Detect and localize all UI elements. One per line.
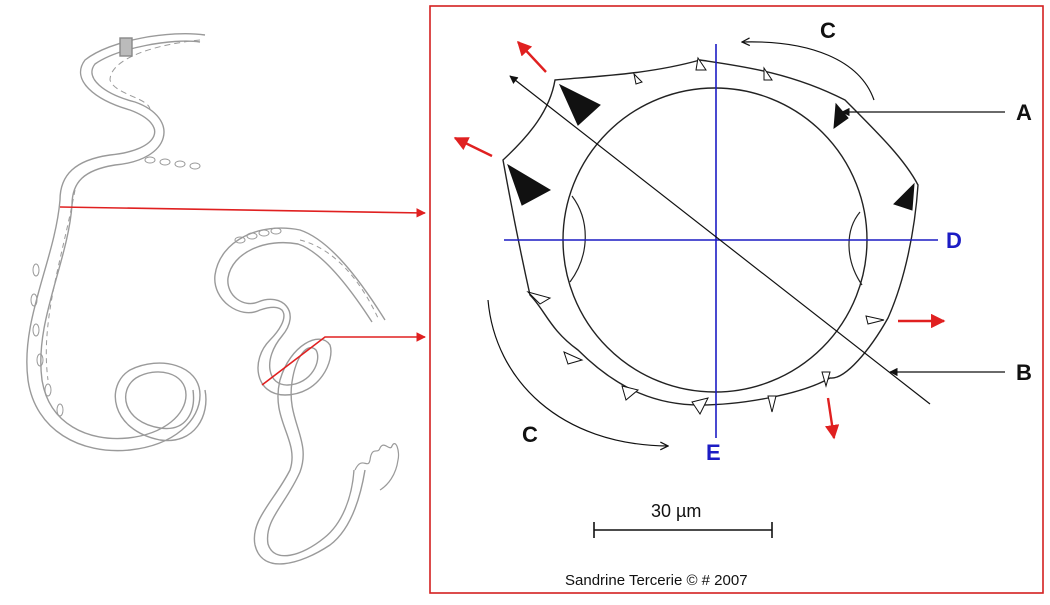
triangle-spine-icon (865, 315, 885, 325)
worm-cells (30, 156, 201, 417)
triangle-spine-icon (563, 351, 584, 365)
rotation-arrow-top (742, 42, 875, 101)
worm-gut-lower (45, 189, 76, 381)
red-arrow-icon (453, 136, 493, 158)
red-arrow-icon (824, 397, 840, 440)
red-arrows (453, 40, 946, 440)
scale-bar (593, 522, 773, 538)
label-c-bottom: C (522, 422, 538, 447)
label-e: E (706, 440, 721, 465)
diagram-frame (429, 5, 1044, 594)
red-arrow-icon (517, 40, 547, 73)
triangle-spine-icon (621, 385, 640, 401)
triangle-spine-icon (767, 395, 777, 413)
label-c-top: C (820, 18, 836, 43)
worm-illustration-left (26, 33, 207, 452)
pointer-lines (59, 206, 426, 386)
worm2-cells (234, 227, 282, 244)
pointer-line-top (59, 206, 426, 218)
worm-gut-upper (109, 39, 201, 111)
worm-body-outer (26, 33, 207, 452)
worm2-tail-appendage (354, 443, 400, 491)
diagonal-axis (509, 75, 931, 405)
lateral-bulge-right (848, 211, 863, 286)
triangle-spine-icon (821, 371, 831, 388)
triangle-spine-icon (691, 397, 709, 415)
triangle-spine-icon (833, 102, 849, 130)
label-b: B (1016, 360, 1032, 385)
label-a: A (1016, 100, 1032, 125)
triangle-spine-icon (507, 163, 552, 206)
lateral-bulge-left (569, 195, 586, 283)
spines (507, 56, 915, 415)
worm2-body-inner (227, 242, 373, 557)
triangle-spine-icon (893, 182, 915, 211)
pointer-line-bottom (261, 332, 426, 386)
worm-head-band (119, 37, 133, 57)
worm2-gut (299, 239, 379, 319)
label-d: D (946, 228, 962, 253)
triangle-spine-icon (633, 72, 643, 85)
worm2-body-outer (214, 227, 386, 565)
scale-bar-label: 30 µm (651, 501, 701, 521)
triangle-spine-icon (526, 291, 552, 305)
triangle-spine-icon (695, 56, 707, 71)
triangle-spine-icon (558, 83, 601, 126)
credit-text: Sandrine Tercerie © # 2007 (565, 572, 748, 589)
rotation-arrow-bottom (487, 299, 668, 446)
axes (504, 44, 938, 438)
worm-body-inner (40, 40, 201, 440)
worm-illustration-right (214, 227, 400, 565)
triangle-spine-icon (763, 66, 773, 81)
